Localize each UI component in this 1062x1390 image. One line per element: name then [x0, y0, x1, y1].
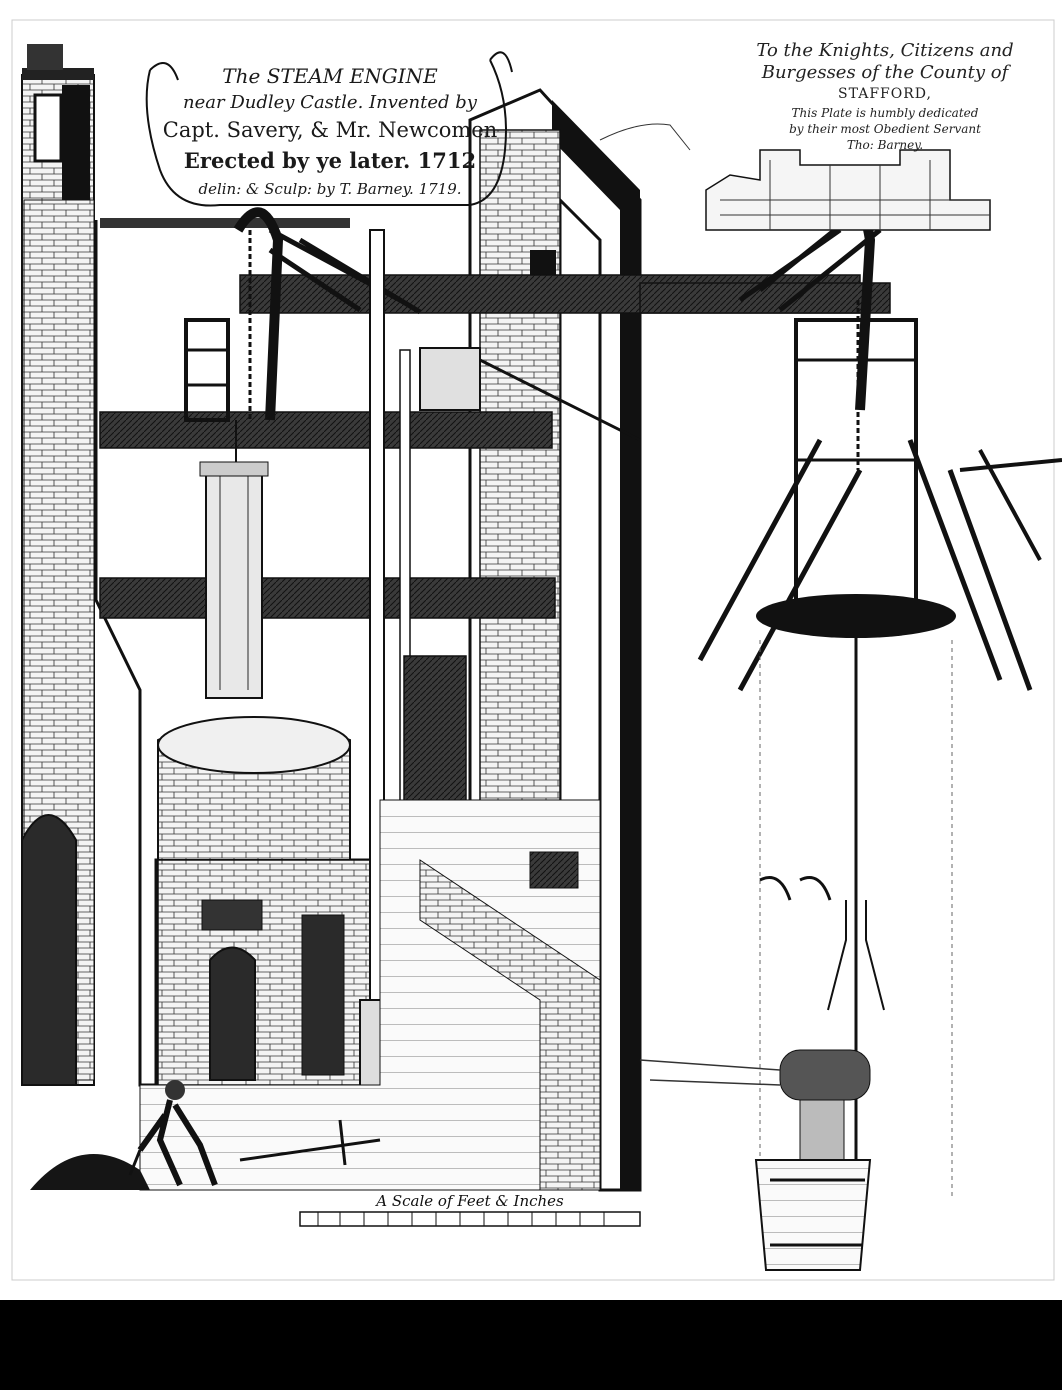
title-cartouche: The STEAM ENGINE near Dudley Castle. Inv… [150, 58, 510, 208]
pump-tub [639, 1049, 872, 1271]
dudley-castle [599, 123, 991, 231]
scale-caption: A Scale of Feet & Inches [376, 1192, 564, 1210]
dedication-line-3: STAFFORD, [838, 86, 932, 102]
cartouche-line-2: near Dudley Castle. Invented by [183, 92, 477, 113]
dedication-line-1: To the Knights, Citizens and [756, 40, 1014, 61]
cartouche-line-5: delin: & Sculp: by T. Barney. 1719. [198, 180, 462, 198]
engraving-plate: The STEAM ENGINE near Dudley Castle. Inv… [11, 19, 1062, 1281]
bottom-band [0, 1300, 1062, 1390]
boiler [157, 716, 351, 861]
dedication-text: To the Knights, Citizens and Burgesses o… [720, 40, 1050, 152]
workman-figure [128, 1080, 218, 1187]
dedication-line-4: This Plate is humbly dedicated [791, 106, 979, 120]
steam-cylinder [199, 420, 269, 699]
dedication-line-5: by their most Obedient Servant [789, 122, 981, 136]
dedication-line-6: Tho: Barney. [846, 138, 924, 152]
engine-illustration [11, 19, 1062, 1281]
dedication-line-2: Burgesses of the County of [761, 62, 1009, 83]
cartouche-line-1: The STEAM ENGINE [222, 64, 438, 88]
pit-headgear [697, 318, 1062, 1200]
cartouche-line-4: Erected by ye later. 1712 [183, 148, 477, 173]
scale-bar [299, 1211, 641, 1227]
cartouche-line-3: Capt. Savery, & Mr. Newcomen [162, 118, 498, 142]
